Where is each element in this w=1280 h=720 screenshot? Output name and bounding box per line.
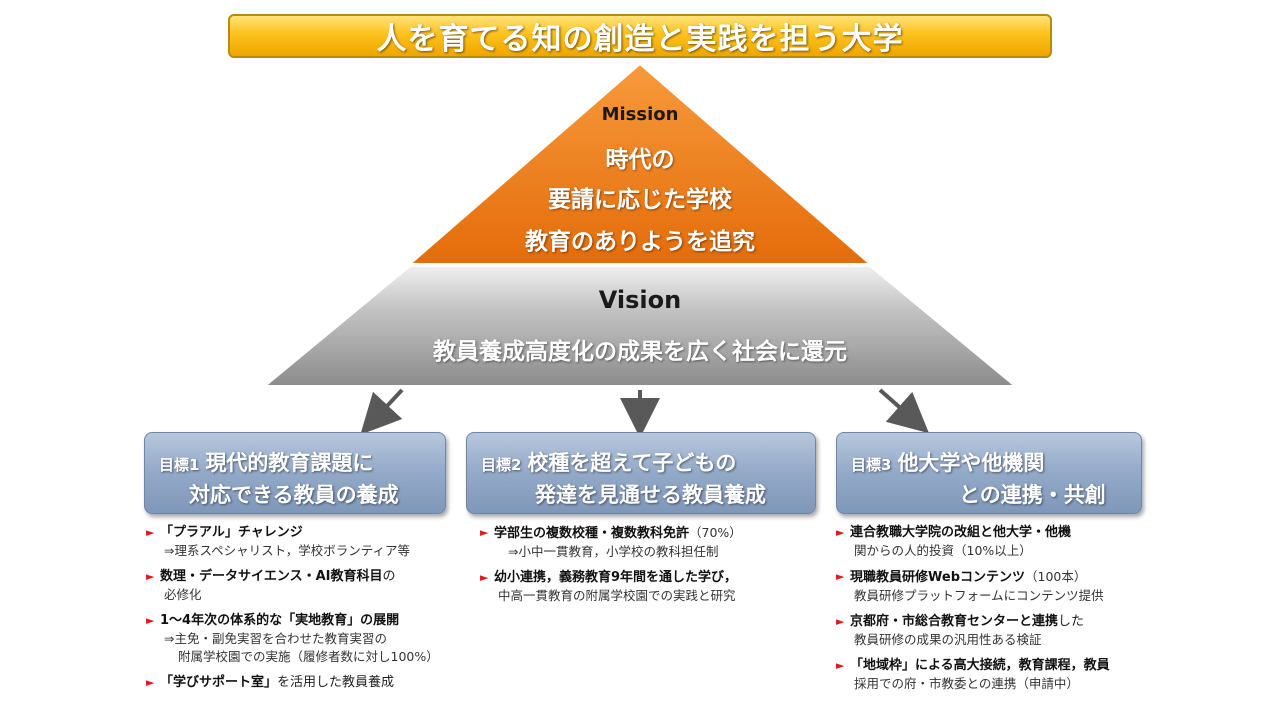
goal-3-box: 目標3 他大学や他機関 との連携・共創 [836, 432, 1142, 514]
mission-line-1: 時代の [605, 147, 675, 173]
page-title: 人を育てる知の創造と実践を担う大学 [376, 22, 904, 57]
goal-3-bullets: ► 連合教職大学院の改組と他大学・他機 関からの人的投資（10%以上） ► 現職… [836, 524, 1146, 701]
bullet-triangle-icon: ► [836, 526, 845, 539]
vision-trapezoid [262, 265, 1018, 387]
title-banner: 人を育てる知の創造と実践を担う大学 [228, 14, 1052, 58]
list-item: ► 数理・データサイエンス・AI教育科目の 必修化 [146, 569, 396, 602]
mission-label: Mission [601, 104, 679, 125]
goal-1-line1: 現代的教育課題に [205, 451, 374, 475]
bullet-triangle-icon: ► [836, 659, 845, 672]
mission-triangle [407, 62, 873, 265]
goal-1-bullets: ► 「プラアル」チャレンジ ⇒理系スペシャリスト，学校ボランティア等 ► 数理・… [146, 524, 466, 700]
bullet-triangle-icon: ► [146, 614, 155, 627]
goal-1-line2: 対応できる教員の養成 [189, 483, 399, 507]
goal-2-line2: 発達を見通せる教員養成 [535, 483, 766, 507]
bullet-triangle-icon: ► [480, 526, 489, 539]
goal-1-box: 目標1 現代的教育課題に 対応できる教員の養成 [144, 432, 446, 514]
goal-3-line2: との連携・共創 [959, 483, 1106, 507]
goal-2-bullets: ► 学部生の複数校種・複数教科免許（70%） ⇒小中一貫教育，小学校の教科担任制… [480, 524, 820, 613]
mission-line-2: 要請に応じた学校 [548, 187, 732, 213]
list-item: ► 「プラアル」チャレンジ ⇒理系スペシャリスト，学校ボランティア等 [146, 525, 410, 558]
arrow-to-goal1 [360, 388, 404, 435]
goal-3-line1: 他大学や他機関 [897, 451, 1045, 475]
goal-1-number: 目標1 [159, 456, 200, 474]
arrow-to-goal3 [878, 388, 929, 434]
bullet-triangle-icon: ► [836, 615, 845, 628]
list-item: ► 学部生の複数校種・複数教科免許（70%） ⇒小中一貫教育，小学校の教科担任制 [480, 525, 742, 559]
list-item: ► 「学びサポート室」を活用した教員養成 [146, 675, 395, 690]
list-item: ► 幼小連携，義務教育9年間を通した学び， 中高一貫教育の附属学校園での実践と研… [480, 570, 738, 603]
list-item: ► 京都府・市総合教育センターと連携した 教員研修の成果の汎用性ある検証 [836, 614, 1085, 647]
goal-3-number: 目標3 [851, 456, 892, 474]
bullet-triangle-icon: ► [480, 571, 489, 584]
mission-line-3: 教育のありようを追究 [525, 229, 755, 255]
list-item: ► 「地域枠」による高大接続，教育課程，教員 採用での府・市教委との連携（申請中… [836, 658, 1110, 691]
bullet-triangle-icon: ► [146, 676, 155, 689]
list-item: ► 連合教職大学院の改組と他大学・他機 関からの人的投資（10%以上） [836, 525, 1072, 558]
list-item: ► 1～4年次の体系的な「実地教育」の展開 ⇒主免・副免実習を合わせた教育実習の… [146, 613, 439, 664]
goal-2-line1: 校種を超えて子どもの [527, 451, 737, 475]
goal-2-box: 目標2 校種を超えて子どもの 発達を見通せる教員養成 [466, 432, 816, 514]
bullet-triangle-icon: ► [146, 526, 155, 539]
bullet-triangle-icon: ► [836, 570, 845, 583]
vision-text: 教員養成高度化の成果を広く社会に還元 [433, 339, 847, 365]
goal-2-number: 目標2 [481, 456, 522, 474]
bullet-triangle-icon: ► [146, 570, 155, 583]
vision-label: Vision [598, 286, 682, 314]
list-item: ► 現職教員研修Webコンテンツ（100本） 教員研修プラットフォームにコンテン… [836, 569, 1104, 603]
